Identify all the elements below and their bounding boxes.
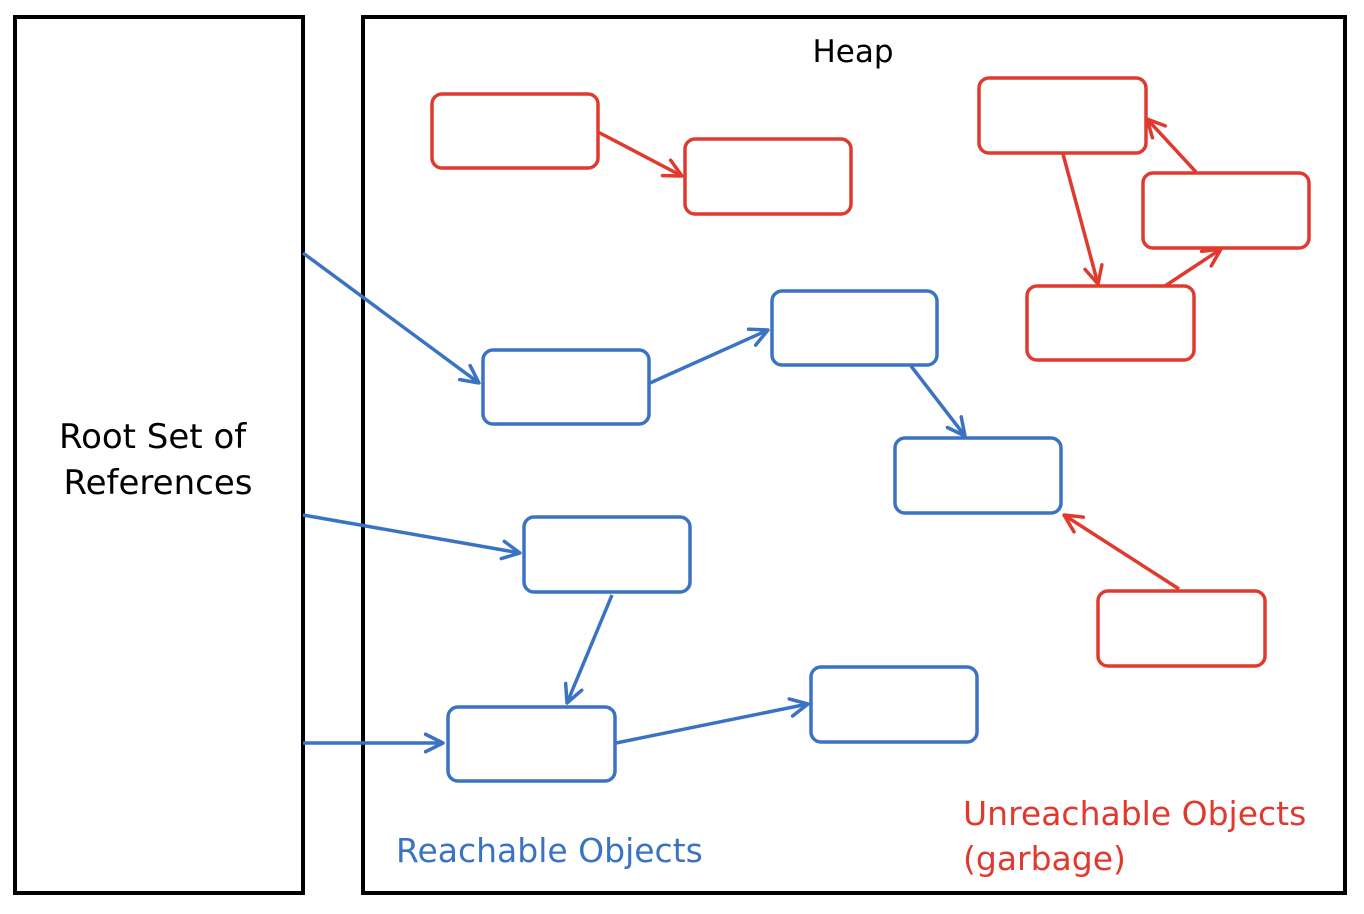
reachable-objects bbox=[446, 289, 1063, 783]
edge-unreachable-4-to-3 bbox=[1145, 117, 1198, 174]
unreachable-objects-label: Unreachable Objects (garbage) bbox=[963, 794, 1317, 878]
edge-reachable-1-to-2 bbox=[649, 327, 770, 385]
unreachable-label-line-2: (garbage) bbox=[963, 839, 1126, 878]
unreachable-object-4 bbox=[1141, 171, 1311, 250]
reachable-object-3 bbox=[893, 436, 1063, 515]
edge-root-to-reachable-object-4 bbox=[302, 513, 522, 561]
reachable-object-1 bbox=[481, 348, 651, 426]
edge-reachable-5-to-6 bbox=[615, 697, 810, 745]
heap-panel bbox=[361, 15, 1347, 895]
unreachable-object-3 bbox=[977, 76, 1148, 155]
root-set-panel bbox=[13, 15, 305, 895]
reachable-edges bbox=[301, 251, 967, 754]
heap-title: Heap bbox=[812, 34, 893, 70]
edge-unreachable-5-to-4 bbox=[1164, 247, 1223, 288]
edge-unreachable-6-to-reachable-3 bbox=[1062, 513, 1180, 591]
reachable-object-5 bbox=[446, 705, 617, 783]
edge-root-to-reachable-object-1 bbox=[301, 251, 481, 385]
unreachable-edges bbox=[597, 117, 1223, 591]
unreachable-object-2 bbox=[683, 137, 853, 216]
unreachable-objects bbox=[430, 76, 1311, 668]
unreachable-label-line-1: Unreachable Objects bbox=[963, 794, 1306, 833]
reachable-objects-label: Reachable Objects bbox=[396, 831, 703, 870]
unreachable-object-6 bbox=[1096, 589, 1267, 668]
edge-unreachable-3-to-5 bbox=[1061, 153, 1104, 286]
edge-reachable-2-to-3 bbox=[909, 364, 967, 438]
root-set-label: Root Set of References bbox=[59, 417, 257, 503]
reachable-object-4 bbox=[522, 515, 692, 594]
unreachable-object-1 bbox=[430, 92, 600, 170]
unreachable-object-5 bbox=[1025, 284, 1196, 362]
root-set-label-line-1: Root Set of bbox=[59, 417, 247, 457]
reachable-object-2 bbox=[770, 289, 939, 367]
edge-unreachable-1-to-2 bbox=[597, 130, 684, 178]
edge-reachable-4-to-5 bbox=[563, 594, 614, 705]
root-set-label-line-2: References bbox=[64, 463, 253, 503]
reachable-object-6 bbox=[809, 665, 979, 744]
